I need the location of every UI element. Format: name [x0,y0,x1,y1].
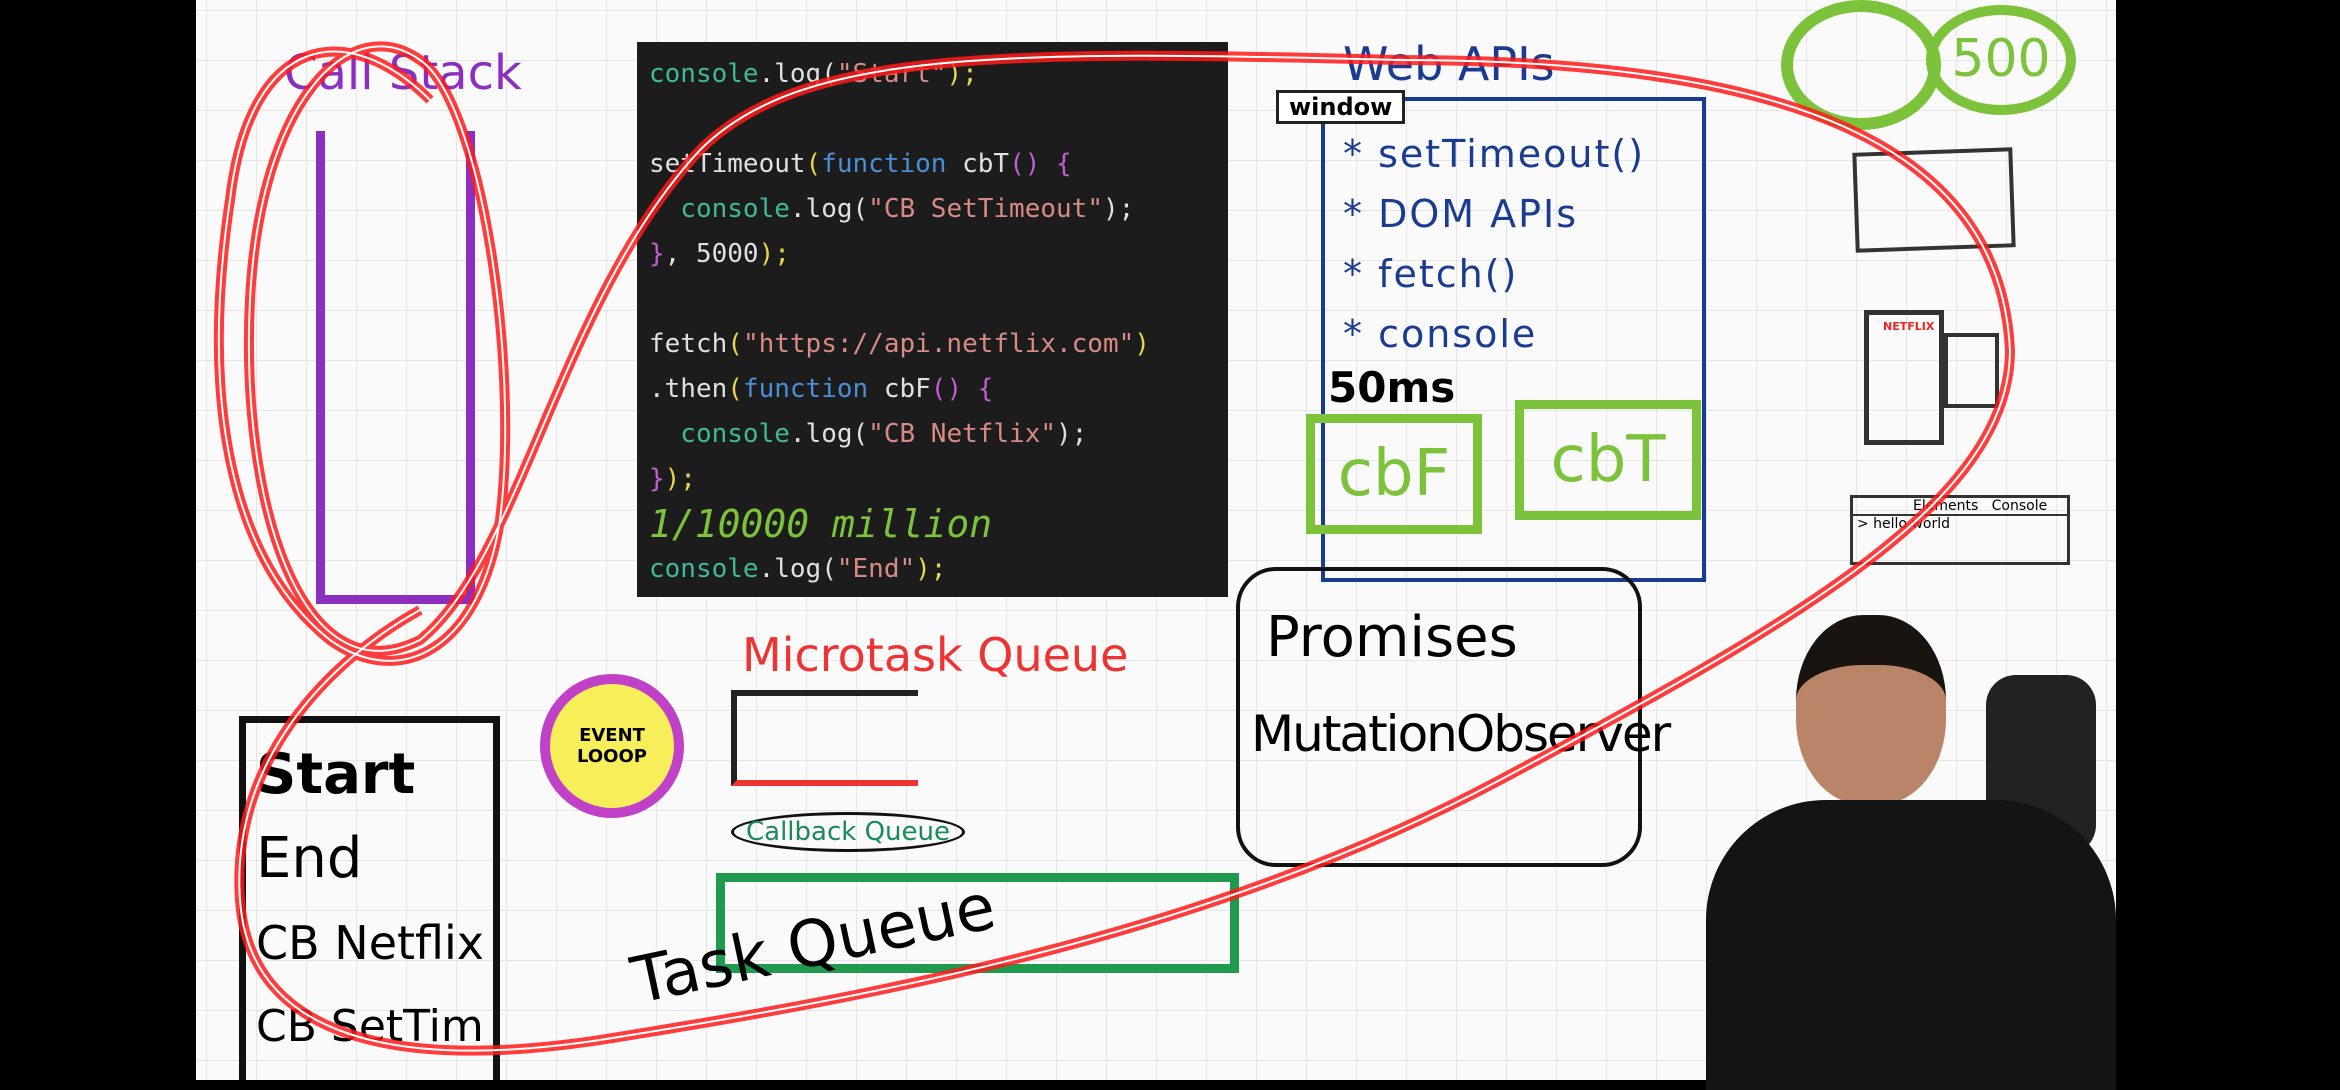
code-token: .log( [758,59,837,89]
code-line: console.log("CB SetTimeout"); [649,187,1216,232]
web-api-item: * DOM APIs [1343,192,1579,236]
mutation-observer-note: MutationObserver [1251,705,1671,763]
call-stack-box [316,131,475,604]
code-token: console [649,194,790,224]
event-loop-label: EVENT [579,725,645,746]
code-token: console [649,419,790,449]
dom-sketch [1852,147,2016,253]
promises-note: Promises [1266,605,1518,670]
code-token: cbF [868,374,931,404]
code-token: ) [1134,329,1150,359]
code-token: ( [727,329,743,359]
callback-queue-label: Callback Queue [731,812,966,852]
code-token: ( [805,149,822,179]
netflix-sketch: NETFLIX [1864,310,1944,445]
code-token: .log( [758,554,837,584]
code-line: setTimeout(function cbT() { [649,142,1216,187]
devtools-tab: Console [1991,498,2048,514]
code-token: , 5000 [664,239,759,269]
code-line: 1/10000 million [649,502,1216,547]
code-token: "CB Netflix" [868,419,1057,449]
annotation-note: 1/10000 million [649,502,993,546]
event-loop-icon: EVENT LOOOP [540,674,684,818]
code-line: console.log("CB Netflix"); [649,412,1216,457]
web-apis-title: Web APIs [1343,37,1555,91]
console-output-line: Start [256,742,416,807]
web-api-item: * setTimeout() [1343,132,1646,176]
code-line: .then(function cbF() { [649,367,1216,412]
console-output-line: CB SetTim [256,1001,484,1052]
code-token: ); [758,239,790,269]
devtools-tab: Elements [1913,498,1979,514]
presenter-video [1686,600,2116,1090]
netflix-logo: NETFLIX [1883,320,1935,333]
presenter-body [1706,800,2116,1090]
code-token: setTimeout [649,149,806,179]
code-line [649,97,1216,142]
code-token: ); [1056,419,1088,449]
scribble-circle [1781,0,1941,130]
code-line [649,277,1216,322]
code-token: console [649,554,759,584]
code-token: cbT [946,149,1010,179]
code-token: ( [727,374,743,404]
code-line: }, 5000); [649,232,1216,277]
code-token: () { [930,374,994,404]
devtools-console-line: > hello world [1857,516,1951,532]
console-output-line: CB Netflix [256,916,485,970]
code-token: } [649,239,665,269]
web-api-item: * console [1343,312,1538,356]
console-output-line: End [256,826,363,891]
event-loop-label: LOOOP [577,746,647,767]
code-token: "End" [836,554,916,584]
devtools-sketch: Elements Console > hello world [1850,495,2070,565]
code-token: .log( [789,194,869,224]
code-line: console.log("Start"); [649,52,1216,97]
code-token: "Start" [836,59,947,89]
presenter-head [1796,615,1946,805]
code-token: () { [1009,149,1072,179]
cbf-box: cbF [1306,414,1482,534]
code-token: .log( [789,419,869,449]
timer-badge: 500 [1926,5,2076,115]
code-editor: console.log("Start");setTimeout(function… [637,42,1228,597]
code-token: ); [1102,194,1135,224]
code-token: "https://api.netflix.com" [742,329,1135,359]
microtask-queue-label: Microtask Queue [742,628,1129,682]
netflix-mobile-sketch [1944,333,1999,408]
code-line: console.log("End"); [649,547,1216,592]
code-token: } [649,464,665,494]
code-token: fetch [649,329,728,359]
timer-note: 50ms [1328,363,1456,412]
code-token: function [821,149,947,179]
code-token: function [742,374,869,404]
code-token: "CB SetTimeout" [868,194,1103,224]
code-token: ); [915,554,947,584]
call-stack-title: Call Stack [284,45,522,101]
code-token: .then [649,374,728,404]
code-token: ); [946,59,978,89]
cbt-box: cbT [1515,400,1701,520]
window-label: window [1276,90,1406,124]
console-output-box: Start End CB Netflix CB SetTim [239,716,500,1080]
code-line: fetch("https://api.netflix.com") [649,322,1216,367]
code-line: }); [649,457,1216,502]
microtask-queue-box [731,690,918,786]
web-api-item: * fetch() [1343,252,1519,296]
code-token: console [649,59,759,89]
code-token: ); [664,464,696,494]
